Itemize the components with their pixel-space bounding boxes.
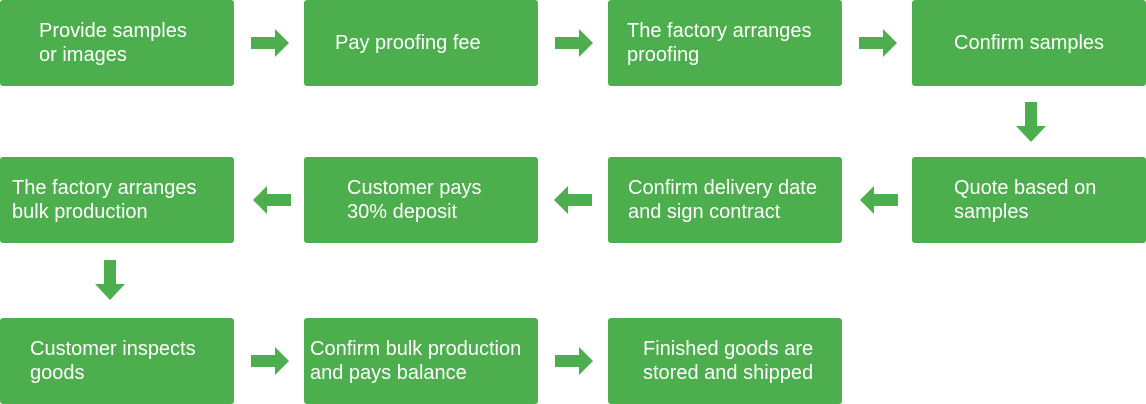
step-confirm-bulk-production: Confirm bulk production and pays balance — [304, 318, 538, 404]
arrow-right-icon — [859, 29, 897, 57]
step-label: Quote based on samples — [954, 177, 1097, 223]
step-provide-samples: Provide samples or images — [0, 0, 234, 86]
arrow-right-icon — [251, 29, 289, 57]
step-label: The factory arranges proofing — [627, 20, 812, 66]
step-factory-arranges-proofing: The factory arranges proofing — [608, 0, 842, 86]
step-label: The factory arranges bulk production — [12, 177, 197, 223]
step-goods-stored-and-shipped: Finished goods are stored and shipped — [608, 318, 842, 404]
step-label: Customer pays 30% deposit — [347, 177, 482, 223]
step-label: Provide samples or images — [39, 20, 187, 66]
step-confirm-delivery-date: Confirm delivery date and sign contract — [608, 157, 842, 243]
step-confirm-samples: Confirm samples — [912, 0, 1146, 86]
step-label: Customer inspects goods — [30, 338, 196, 384]
step-pay-proofing-fee: Pay proofing fee — [304, 0, 538, 86]
arrow-left-icon — [253, 186, 291, 214]
arrow-down-icon — [1016, 102, 1046, 142]
arrow-left-icon — [554, 186, 592, 214]
step-label: Confirm bulk production and pays balance — [310, 338, 522, 384]
step-label: Confirm samples — [954, 32, 1105, 54]
arrow-right-icon — [555, 29, 593, 57]
arrow-right-icon — [251, 347, 289, 375]
step-customer-inspects-goods: Customer inspects goods — [0, 318, 234, 404]
step-factory-arranges-bulk-production: The factory arranges bulk production — [0, 157, 234, 243]
step-label: Confirm delivery date and sign contract — [628, 177, 817, 223]
step-quote-based-on-samples: Quote based on samples — [912, 157, 1146, 243]
arrow-right-icon — [555, 347, 593, 375]
arrow-down-icon — [95, 260, 125, 300]
step-customer-pays-deposit: Customer pays 30% deposit — [304, 157, 538, 243]
step-label: Pay proofing fee — [335, 32, 481, 54]
arrow-left-icon — [860, 186, 898, 214]
step-label: Finished goods are stored and shipped — [643, 338, 814, 384]
